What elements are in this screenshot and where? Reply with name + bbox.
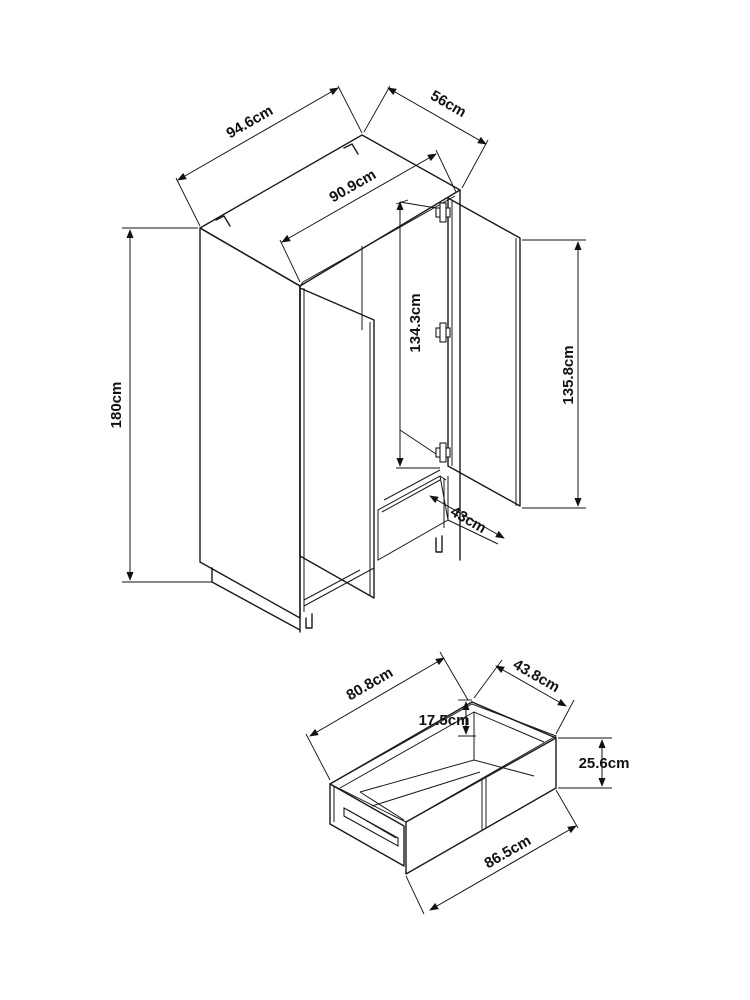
label-drawer-depth: 43.8cm (510, 656, 563, 696)
wardrobe-side-panel (199, 227, 301, 619)
label-door-width: 43cm (447, 503, 489, 537)
label-door-height: 135.8cm (560, 345, 577, 404)
wardrobe-top (199, 134, 461, 287)
label-width-outer: 94.6cm (223, 102, 276, 142)
drawer-side (329, 783, 405, 867)
label-drawer-inner-height: 17.5cm (419, 712, 470, 729)
wardrobe-dimension-lines (122, 85, 586, 583)
hinge-bottom (435, 442, 451, 463)
label-drawer-inner-width: 80.8cm (343, 664, 396, 704)
label-height-inner: 134.3cm (407, 293, 424, 352)
hinge-middle (435, 322, 451, 343)
label-height-total: 180cm (108, 382, 125, 429)
label-depth: 56cm (427, 87, 469, 121)
wardrobe-drawer-front (377, 475, 449, 561)
drawer-front (405, 737, 557, 875)
drawer-slide (343, 807, 399, 847)
label-drawer-front-height: 25.6cm (579, 755, 630, 772)
label-width-inner: 90.9cm (326, 166, 379, 206)
label-drawer-front-width: 86.5cm (481, 832, 534, 872)
wardrobe-left-door (299, 287, 375, 599)
wardrobe-right-door (447, 197, 521, 507)
wardrobe-drawing (199, 134, 521, 633)
drawer-dimension-lines (305, 651, 612, 915)
